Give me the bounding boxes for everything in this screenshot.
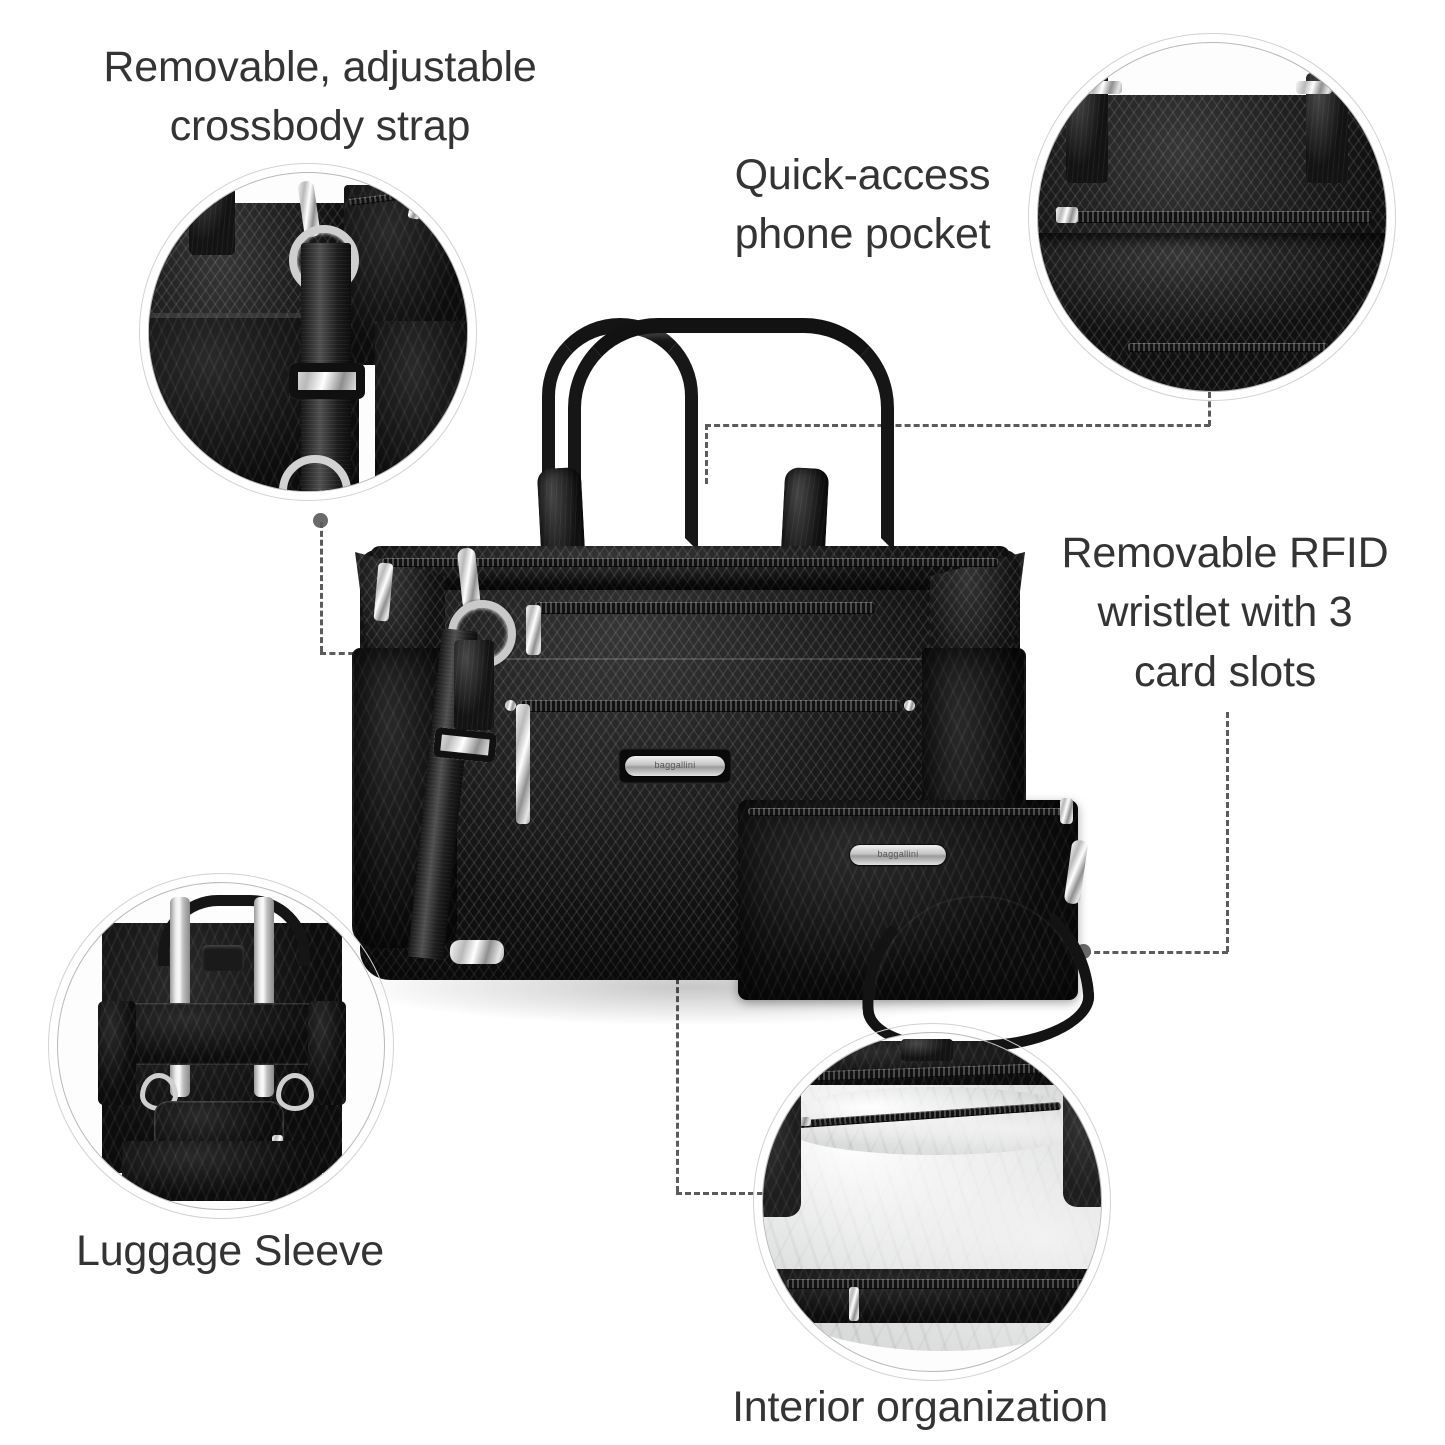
wristlet-zipper: [748, 808, 1068, 816]
luggage-inset-bag-bottom: [122, 1141, 322, 1201]
interior-inset-handle-tab: [901, 1039, 953, 1061]
strap-slider-buckle: [432, 726, 498, 764]
wristlet-zipper-pull: [1060, 798, 1073, 824]
interior-inset-bottom-zipper: [787, 1279, 1087, 1289]
luggage-inset-sleeve-band: [106, 1003, 338, 1065]
luggage-inset-telescoping-bar-right: [254, 897, 274, 1097]
inset-luggage-sleeve: [48, 873, 394, 1219]
inset-ring-outer-phone: [1028, 33, 1396, 401]
inset-crossbody-strap: [139, 163, 477, 501]
inset-photo-interior: [763, 1033, 1101, 1371]
connector-dot-crossbody: [313, 513, 328, 528]
interior-inset-bottom-zip-pull: [849, 1287, 859, 1321]
luggage-inset-side-pocket-left: [98, 1001, 136, 1105]
interior-inset-left-wall: [763, 1077, 801, 1217]
luggage-inset-side-pocket-right: [308, 1001, 346, 1105]
front-pocket-panel: [480, 658, 950, 860]
front-upper-zipper-pull: [526, 605, 541, 655]
luggage-inset-handle-grip: [202, 945, 244, 971]
strap-anchor-tab: [454, 640, 494, 730]
brand-plate-wristlet: baggallini: [850, 845, 946, 865]
front-pocket-rivet-right: [904, 700, 915, 711]
phone-inset-d-ring-right: [1296, 81, 1332, 94]
front-lower-zipper: [520, 700, 900, 712]
connector-line-rfid-h: [1085, 951, 1228, 954]
connector-line-phone-h: [705, 424, 1210, 427]
callout-label-phone-pocket: Quick-access phone pocket: [734, 151, 991, 259]
strap-inset-side-pocket: [375, 321, 467, 491]
inset-ring-inner-luggage: [57, 882, 385, 1210]
brand-plate-tote: baggallini: [625, 756, 725, 776]
inset-ring-outer-crossbody: [139, 163, 477, 501]
strap-inset-slider-buckle: [289, 363, 365, 399]
inset-phone-pocket: [1028, 33, 1396, 401]
strap-swivel-clasp-bottom: [450, 940, 504, 964]
callout-label-luggage-sleeve: Luggage Sleeve: [75, 1227, 385, 1275]
inset-photo-phone-pocket: [1038, 43, 1386, 391]
phone-inset-pocket-zipper: [1062, 211, 1372, 223]
strap-inset-handle-tab: [189, 173, 235, 255]
phone-inset-bottom-zipper: [1128, 343, 1328, 352]
luggage-inset-handles: [158, 895, 310, 966]
tote-handle-right: [568, 318, 894, 551]
phone-inset-d-ring-left: [1086, 81, 1122, 94]
front-upper-zipper: [535, 602, 875, 614]
tote-top-zipper: [382, 558, 998, 567]
brand-plate-tote-text: baggallini: [654, 760, 696, 770]
connector-dot-rfid: [1076, 944, 1091, 959]
callout-label-crossbody-strap: Removable, adjustable crossbody strap: [103, 43, 537, 151]
connector-line-interior-v: [676, 960, 679, 1192]
inset-photo-luggage-sleeve: [58, 883, 384, 1209]
callout-label-rfid-wristlet: Removable RFID wristlet with 3 card slot…: [1061, 529, 1389, 696]
brand-plate-wristlet-text: baggallini: [877, 849, 919, 859]
front-pocket-rivet-left: [505, 700, 516, 711]
connector-line-interior-h: [676, 1192, 781, 1195]
callout-label-interior-organization: Interior organization: [732, 1383, 1108, 1431]
phone-inset-lower-panel: [1038, 233, 1386, 353]
front-lower-zipper-pull: [516, 704, 530, 824]
connector-line-rfid-v: [1226, 712, 1229, 952]
inset-ring-inner-crossbody: [148, 172, 468, 492]
connector-line-phone-v1: [705, 424, 708, 484]
interior-inset-right-wall: [1063, 1077, 1101, 1207]
luggage-inset-telescoping-bar-left: [170, 897, 190, 1097]
inset-ring-outer-luggage: [48, 873, 394, 1219]
inset-ring-outer-interior: [753, 1023, 1111, 1381]
inset-interior-organization: [753, 1023, 1111, 1381]
rfid-wristlet: [738, 800, 1078, 1000]
connector-line-crossbody-v: [320, 522, 323, 652]
connector-line-phone-v2: [1208, 392, 1211, 426]
luggage-inset-d-ring-right: [276, 1073, 314, 1111]
inset-ring-inner-phone: [1037, 42, 1387, 392]
interior-inset-bottom-rim: [763, 1269, 1101, 1323]
phone-inset-zipper-pull: [1056, 207, 1078, 223]
inset-ring-inner-interior: [762, 1032, 1102, 1372]
main-product-photo: baggallini baggallini: [330, 300, 1098, 1060]
inset-photo-crossbody: [149, 173, 467, 491]
